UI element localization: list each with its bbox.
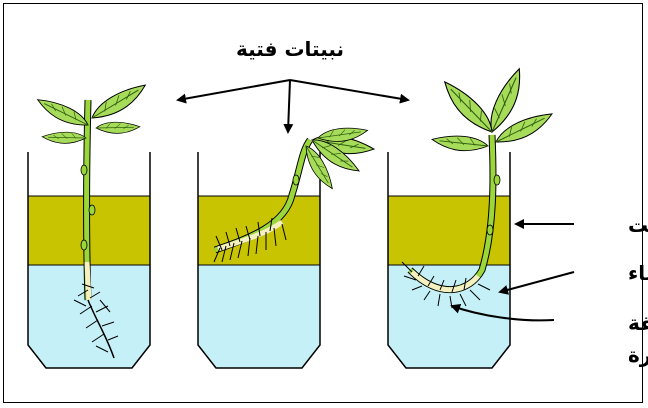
water-arrow — [500, 272, 574, 292]
beaker-2 — [198, 152, 320, 368]
label-hair-zone-1: منطقة — [628, 311, 648, 335]
label-oil: زيت — [628, 213, 648, 237]
arrow-icon — [288, 80, 290, 132]
arrow-icon — [178, 80, 290, 100]
label-seedlings: نبيتات فتية — [236, 37, 344, 61]
label-water: ماء — [628, 261, 648, 285]
seedlings-arrows — [178, 80, 408, 132]
arrow-icon — [500, 272, 574, 292]
arrow-icon — [290, 80, 408, 100]
label-hair-zone-2: مشعرة — [628, 343, 648, 367]
